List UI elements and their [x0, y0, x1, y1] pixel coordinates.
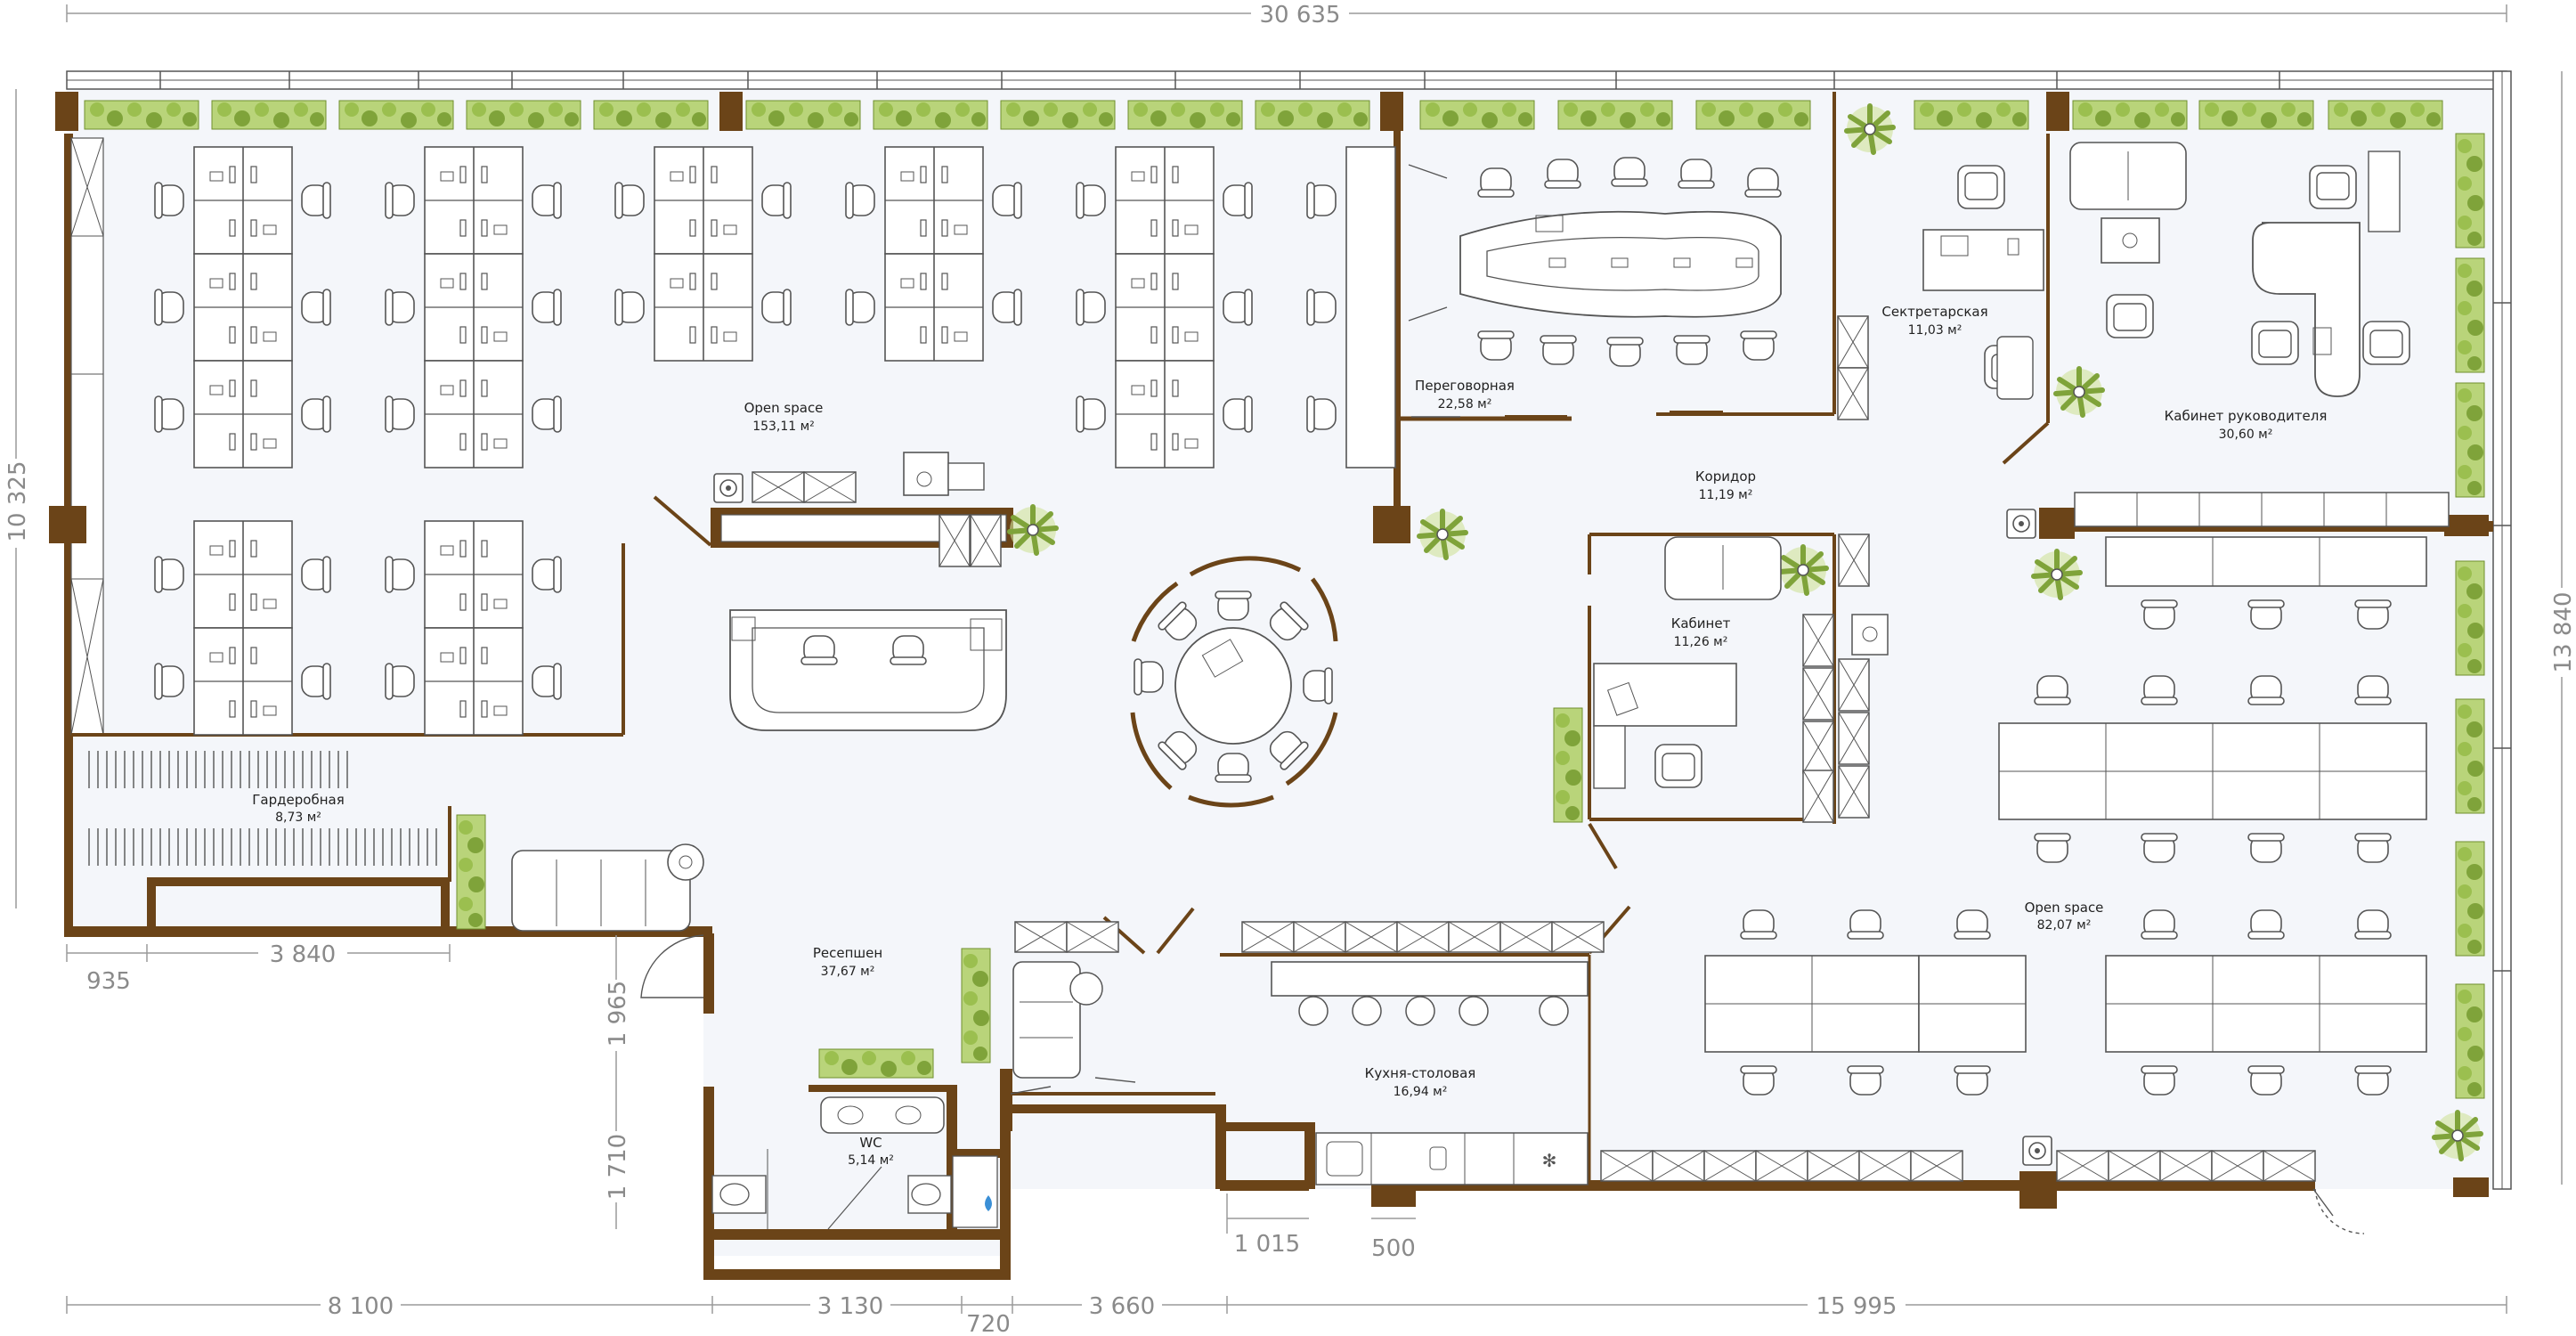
open-space-right-desks — [1704, 536, 2427, 1053]
dim-bottom-mid: 3 660 — [1089, 1293, 1155, 1320]
room-area-office: 11,26 м² — [1674, 635, 1728, 649]
reception-cabinets — [713, 452, 1002, 567]
room-name-open-space-right: Open space — [2025, 900, 2104, 916]
dim-total-height-left: 10 325 — [4, 461, 31, 542]
door-icon — [640, 411, 2365, 1234]
room-name-secretary: Сектретарская — [1881, 304, 1987, 320]
room-area-wardrobe: 8,73 м² — [275, 811, 321, 825]
room-name-corridor: Коридор — [1695, 468, 1756, 485]
room-area-meeting: 22,58 м² — [1438, 397, 1492, 411]
dim-wardrobe-width: 3 840 — [270, 941, 336, 968]
sofa-icon — [511, 843, 704, 932]
dim-bottom-left: 8 100 — [328, 1293, 394, 1320]
dim-wc-depth: 1 710 — [605, 1134, 631, 1200]
room-area-open-space-left: 153,11 м² — [752, 420, 815, 434]
room-name-meeting: Переговорная — [1415, 378, 1515, 394]
reception-desk — [729, 609, 1007, 731]
room-area-director: 30,60 м² — [2219, 428, 2273, 442]
room-name-director: Кабинет руководителя — [2165, 408, 2328, 424]
director-furniture — [2069, 142, 2410, 397]
kitchen-furniture: ✻ — [1012, 921, 1605, 1185]
wardrobe-rack — [88, 751, 437, 866]
dim-total-height-right: 13 840 — [2550, 592, 2576, 673]
room-name-reception: Ресепшен — [813, 945, 882, 961]
room-name-office: Кабинет — [1671, 615, 1731, 631]
dimension-labels: 30 635 10 325 13 840 935 3 840 1 965 1 7… — [4, 2, 2576, 1336]
room-area-corridor: 11,19 м² — [1699, 488, 1753, 502]
room-name-wardrobe: Гардеробная — [252, 792, 344, 808]
room-name-wc: WC — [859, 1135, 882, 1151]
office-furniture — [1593, 534, 1889, 823]
room-labels: Open space 153,11 м² Переговорная 22,58 … — [252, 304, 2327, 1168]
room-name-kitchen: Кухня-столовая — [1365, 1065, 1476, 1081]
room-area-reception: 37,67 м² — [821, 965, 875, 979]
room-name-open-space-left: Open space — [744, 400, 824, 416]
dim-kitchen-recess: 1 015 — [1234, 1231, 1300, 1258]
meeting-room-furniture — [1408, 157, 1869, 420]
open-space-left-desks — [193, 146, 1396, 736]
outer-walls — [49, 70, 2512, 1209]
dim-wardrobe-offset: 935 — [86, 968, 131, 995]
secretary-furniture — [1922, 165, 2044, 400]
round-meeting-table — [1130, 556, 1338, 808]
room-area-kitchen: 16,94 м² — [1394, 1085, 1448, 1099]
room-area-open-space-right: 82,07 м² — [2037, 918, 2092, 933]
dim-reception-door: 1 965 — [605, 981, 631, 1047]
dim-column: 500 — [1371, 1235, 1416, 1262]
room-area-secretary: 11,03 м² — [1908, 323, 1962, 338]
room-area-wc: 5,14 м² — [848, 1153, 894, 1168]
refrigerator-icon: ✻ — [1542, 1150, 1557, 1171]
director-cabinets — [2006, 492, 2450, 539]
dim-bottom-step: 720 — [966, 1311, 1011, 1336]
wc-furniture — [711, 1096, 998, 1230]
dim-bottom-right: 15 995 — [1816, 1293, 1897, 1320]
dim-total-width: 30 635 — [1260, 2, 1341, 29]
dim-bottom-wc: 3 130 — [817, 1293, 883, 1320]
